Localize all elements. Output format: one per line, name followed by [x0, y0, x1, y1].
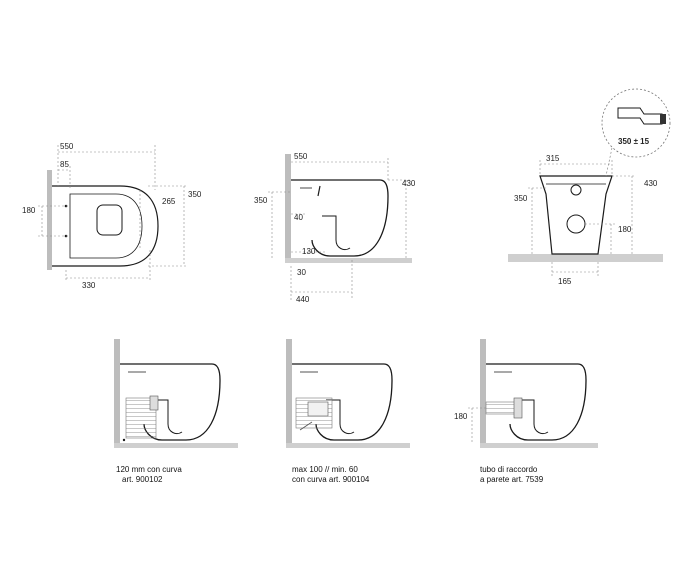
top-view-bowl	[52, 185, 159, 267]
caption-2-line1: max 100 // min. 60	[292, 465, 358, 474]
top-dim-330: 330	[82, 281, 96, 290]
side-dim-440: 440	[296, 295, 310, 304]
top-dim-265: 265	[162, 197, 176, 206]
install-view-2: max 100 // min. 60 con curva art. 900104	[286, 339, 410, 484]
front-dim-350: 350	[514, 194, 528, 203]
front-dim-165: 165	[558, 277, 572, 286]
top-view: 550 85 350 265 180 330	[22, 142, 202, 290]
side-view-bowl	[291, 179, 389, 257]
caption-3-line2: a parete art. 7539	[480, 475, 544, 484]
front-view-floor	[508, 254, 663, 262]
install-view-3: 180 tubo di raccordo a parete art. 7539	[454, 339, 598, 484]
caption-3-dim-180: 180	[454, 412, 468, 421]
caption-1-line1: 120 mm con curva	[116, 465, 182, 474]
front-view-outlet	[566, 214, 586, 234]
front-dim-315: 315	[546, 154, 560, 163]
side-dim-130: 130	[302, 247, 316, 256]
front-dim-430: 430	[644, 179, 658, 188]
caption-2-line2: con curva art. 900104	[292, 475, 370, 484]
top-dim-85: 85	[60, 160, 69, 169]
side-view: 550 430 350 40 130 30 440	[254, 152, 416, 304]
caption-1-line2: art. 900102	[122, 475, 163, 484]
side-dim-40: 40	[294, 213, 303, 222]
top-view-wall	[47, 170, 52, 270]
side-view-floor	[285, 258, 412, 263]
side-view-wall	[285, 154, 291, 258]
install-view-1: 120 mm con curva art. 900102	[114, 339, 238, 484]
detail-bubble	[601, 88, 671, 158]
top-dim-180: 180	[22, 206, 36, 215]
front-view: 315 430 350 180 165 350 ± 15	[508, 88, 671, 286]
top-dim-550: 550	[60, 142, 74, 151]
side-dim-550: 550	[294, 152, 308, 161]
side-dim-350: 350	[254, 196, 268, 205]
caption-3-line1: tubo di raccordo	[480, 465, 538, 474]
front-dim-180: 180	[618, 225, 632, 234]
top-dim-350: 350	[188, 190, 202, 199]
top-view-seat-opening	[96, 204, 123, 236]
detail-dim-350-15: 350 ± 15	[618, 137, 650, 146]
side-dim-430: 430	[402, 179, 416, 188]
side-dim-30: 30	[297, 268, 306, 277]
